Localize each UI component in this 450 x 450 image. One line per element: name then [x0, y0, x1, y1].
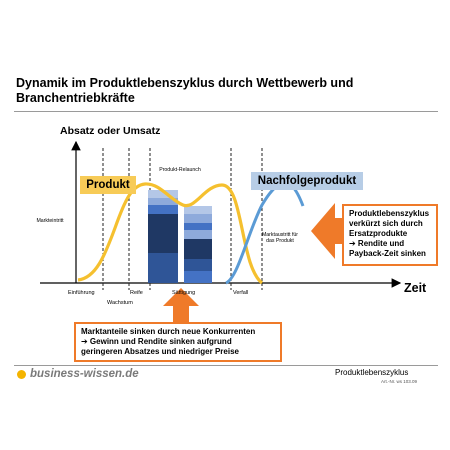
footer-logo: business-wissen.de	[30, 368, 139, 380]
nachfolgeprodukt-label: Nachfolgeprodukt	[251, 172, 363, 190]
phase-einfuehrung: Einführung	[68, 290, 95, 296]
marktaustritt-label: Marktaustritt für das Produkt	[261, 232, 299, 244]
y-axis-label: Absatz oder Umsatz	[60, 125, 161, 137]
produkt-label: Produkt	[80, 176, 136, 194]
logo-dot-icon	[17, 370, 26, 379]
page-title: Dynamik im Produktlebenszyklus durch Wet…	[16, 76, 354, 105]
phase-reife: Reife	[130, 290, 143, 296]
shortened-cycle-note: Produktlebenszyklus verkürzt sich durch …	[342, 204, 438, 266]
right-orange-arrow	[311, 203, 345, 259]
market-share-note: Marktanteile sinken durch neue Konkurren…	[74, 322, 282, 362]
markteintritt-label: Markteintritt	[36, 218, 64, 224]
market-share-bar-2	[184, 206, 212, 283]
x-axis-label: Zeit	[404, 281, 427, 295]
phase-verfall: Verfall	[233, 290, 249, 296]
phase-wachstum: Wachstum	[107, 300, 133, 306]
market-share-bar-1	[148, 190, 178, 283]
footer-topic: Produktlebenszyklus	[335, 368, 409, 377]
footer-article-number: Art.-Nr. ws 103.09	[381, 379, 418, 384]
phase-saettigung: Sättigung	[172, 290, 196, 296]
produkt-curve	[77, 182, 264, 285]
up-orange-arrow	[163, 288, 199, 322]
footer-divider	[14, 365, 438, 366]
title-divider	[14, 111, 438, 112]
relaunch-label: Produkt-Relaunch	[159, 167, 201, 173]
